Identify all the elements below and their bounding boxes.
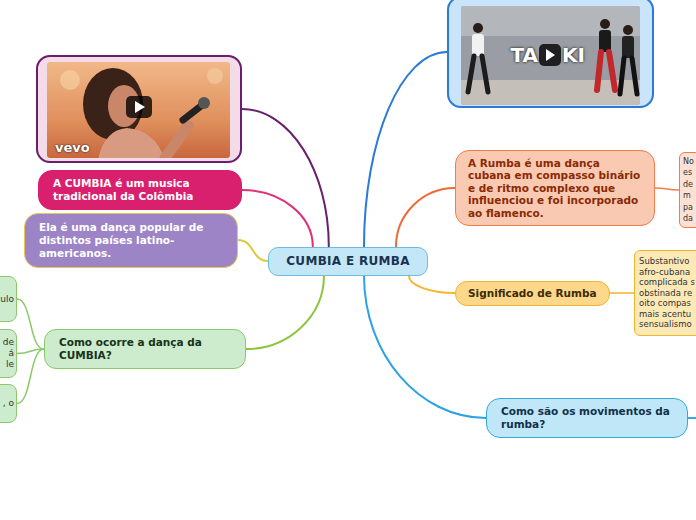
dancer-body xyxy=(622,36,634,58)
node-text: KI xyxy=(562,43,602,67)
arm xyxy=(165,126,188,158)
dancer-head xyxy=(473,23,483,33)
node-text: TA xyxy=(498,43,538,67)
video-frame xyxy=(36,55,242,163)
node-text: Como ocorre a dança da CUMBIA? xyxy=(59,336,231,362)
branch-line xyxy=(242,190,313,247)
branch-line xyxy=(242,109,329,247)
node-text: A CUMBIA é um musica tradicional da Colô… xyxy=(53,177,227,203)
node-text: Substantivo afro-cubana complicada s obs… xyxy=(639,256,695,330)
branch-stub xyxy=(688,417,696,419)
video-box: vevo xyxy=(36,55,242,163)
node-text: , o xyxy=(0,398,14,409)
branch-line xyxy=(17,349,44,404)
play-button xyxy=(539,44,561,66)
shoulders xyxy=(98,128,165,158)
branch-line xyxy=(246,276,324,350)
dancer-body xyxy=(472,34,484,56)
studio-wall xyxy=(461,6,640,105)
dancer xyxy=(468,23,488,92)
branch-line xyxy=(17,299,44,349)
node-text: de á le xyxy=(0,337,14,370)
branch-line xyxy=(409,276,455,294)
dancer-legs xyxy=(468,56,488,92)
subtopic-box: , o xyxy=(0,384,17,423)
dancer-legs xyxy=(597,52,615,90)
branch-line xyxy=(364,52,447,247)
branch-line xyxy=(396,188,455,247)
node-text: No es de m pa da xyxy=(683,156,696,225)
microphone-head xyxy=(198,97,210,109)
topic-box: Ela é uma dança popular de distintos paí… xyxy=(24,213,238,268)
subtopic-box: Substantivo afro-cubana complicada s obs… xyxy=(634,250,696,336)
node-text: Ela é uma dança popular de distintos paí… xyxy=(39,221,223,260)
play-icon xyxy=(546,49,555,61)
video-box: TA KI xyxy=(447,0,654,108)
node-text: A Rumba é uma dança cubana em compasso b… xyxy=(468,157,642,220)
dance-thumbnail xyxy=(461,6,640,105)
video-frame xyxy=(447,0,654,108)
microphone xyxy=(183,106,201,120)
studio-wall-light xyxy=(461,6,640,36)
dancer-legs xyxy=(620,58,637,94)
branch-line xyxy=(238,240,268,261)
node-text: Significado de Rumba xyxy=(468,287,597,300)
topic-box: Significado de Rumba xyxy=(455,281,610,306)
subtopic-box: No es de m pa da xyxy=(679,152,696,228)
play-icon xyxy=(135,101,145,113)
dancer-body xyxy=(599,30,611,52)
topic-box: Como são os movimentos da rumba? xyxy=(486,398,688,438)
bokeh-light xyxy=(60,70,80,90)
central-topic: CUMBIA E RUMBA xyxy=(268,247,428,276)
branch-line xyxy=(610,292,634,294)
branch-line xyxy=(655,188,679,190)
play-button xyxy=(126,96,152,118)
topic-box: A Rumba é uma dança cubana em compasso b… xyxy=(455,150,655,227)
node-text: Como são os movimentos da rumba? xyxy=(501,405,673,431)
subtopic-box: ulo xyxy=(0,276,17,322)
dancer-head xyxy=(600,19,610,29)
dancer xyxy=(620,25,637,94)
subtopic-box: de á le xyxy=(0,329,17,378)
topic-box: A CUMBIA é um musica tradicional da Colô… xyxy=(38,170,242,210)
topic-box: Como ocorre a dança da CUMBIA? xyxy=(44,329,246,369)
bokeh-light xyxy=(207,68,223,84)
dancer-head xyxy=(623,25,633,35)
node-text: CUMBIA E RUMBA xyxy=(277,254,419,269)
node-text: ulo xyxy=(0,294,14,305)
dancer xyxy=(597,19,615,90)
node-text: vevo xyxy=(55,141,240,155)
